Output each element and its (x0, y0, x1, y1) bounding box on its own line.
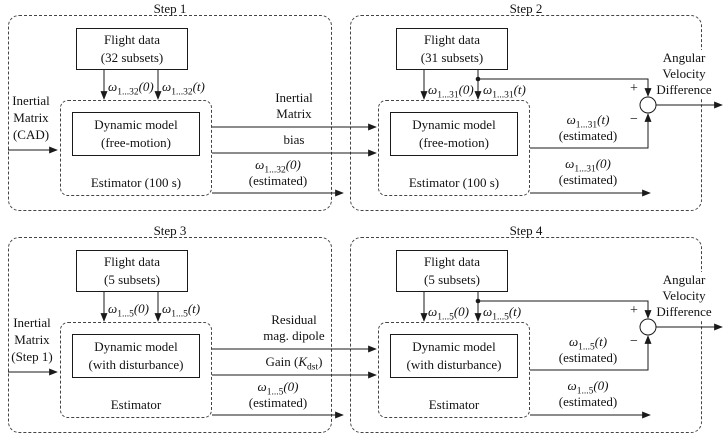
step1-estimator-label: Estimator (100 s) (90, 175, 182, 190)
step4-flight-data-box: Flight data (5 subsets) (396, 250, 508, 292)
step1-output-omega-estimated-label: ω1...32(0) (estimated) (248, 157, 308, 188)
step1-dynamic-model-box: Dynamic model (free-motion) (72, 112, 200, 156)
step1-output-bias-label: bias (283, 132, 305, 147)
step4-minus-sign: − (630, 334, 638, 349)
step3-estimator-box (60, 322, 212, 418)
step1-boundary (8, 15, 332, 211)
step3-flight-data-box: Flight data (5 subsets) (76, 250, 188, 292)
step2-flight-data-box: Flight data (31 subsets) (396, 28, 508, 70)
step3-boundary (8, 237, 332, 433)
step4-omega-initial-label: ω1...5(0) (428, 304, 469, 323)
step3-input-label: Inertial Matrix (Step 1) (11, 315, 53, 364)
step2-plus-sign: + (630, 81, 638, 96)
step4-omega-0-estimated-label: ω1...5(0) (estimated) (558, 378, 618, 409)
step2-estimator-box (378, 100, 530, 196)
step1-title: Step 1 (153, 1, 187, 16)
step1-omega-time-label: ω1...32(t) (162, 79, 205, 98)
step3-omega-initial-label: ω1...5(0) (108, 301, 149, 320)
step3-dynamic-model-box: Dynamic model (with disturbance) (72, 334, 200, 378)
step1-flight-data-box: Flight data (32 subsets) (76, 28, 188, 70)
step3-output-residual-dipole-label: Residual mag. dipole (263, 312, 325, 343)
step4-boundary (350, 237, 702, 433)
step3-output-gain-label: Gain (Kdst) (265, 354, 323, 373)
step2-omega-initial-label: ω1...31(0) (428, 82, 474, 101)
step4-angular-velocity-difference-label: Angular Velocity Difference (641, 272, 727, 320)
step4-dynamic-model-box: Dynamic model (with disturbance) (390, 334, 518, 378)
step2-dynamic-model-box: Dynamic model (free-motion) (390, 112, 518, 156)
step4-title: Step 4 (509, 223, 543, 238)
step2-minus-sign: − (630, 112, 638, 127)
step4-plus-sign: + (630, 303, 638, 318)
step2-angular-velocity-difference-label: Angular Velocity Difference (641, 50, 727, 98)
step2-estimator-label: Estimator (100 s) (408, 175, 500, 190)
step4-estimator-box (378, 322, 530, 418)
step3-title: Step 3 (153, 223, 187, 238)
step2-title: Step 2 (509, 1, 543, 16)
step1-output-inertial-matrix-label: Inertial Matrix (275, 90, 313, 121)
step1-input-label: Inertial Matrix (CAD) (12, 93, 50, 142)
step4-estimator-label: Estimator (428, 397, 480, 412)
step2-omega-time-label: ω1...31(t) (483, 82, 526, 101)
step2-omega-0-estimated-label: ω1...31(0) (estimated) (558, 156, 618, 187)
step3-estimator-label: Estimator (110, 397, 162, 412)
step1-estimator-box (60, 100, 212, 196)
step4-omega-time-label: ω1...5(t) (483, 304, 522, 323)
step1-omega-initial-label: ω1...32(0) (108, 79, 154, 98)
step3-omega-time-label: ω1...5(t) (162, 301, 201, 320)
step2-boundary (350, 15, 702, 211)
step3-output-omega-estimated-label: ω1...5(0) (estimated) (248, 379, 308, 410)
